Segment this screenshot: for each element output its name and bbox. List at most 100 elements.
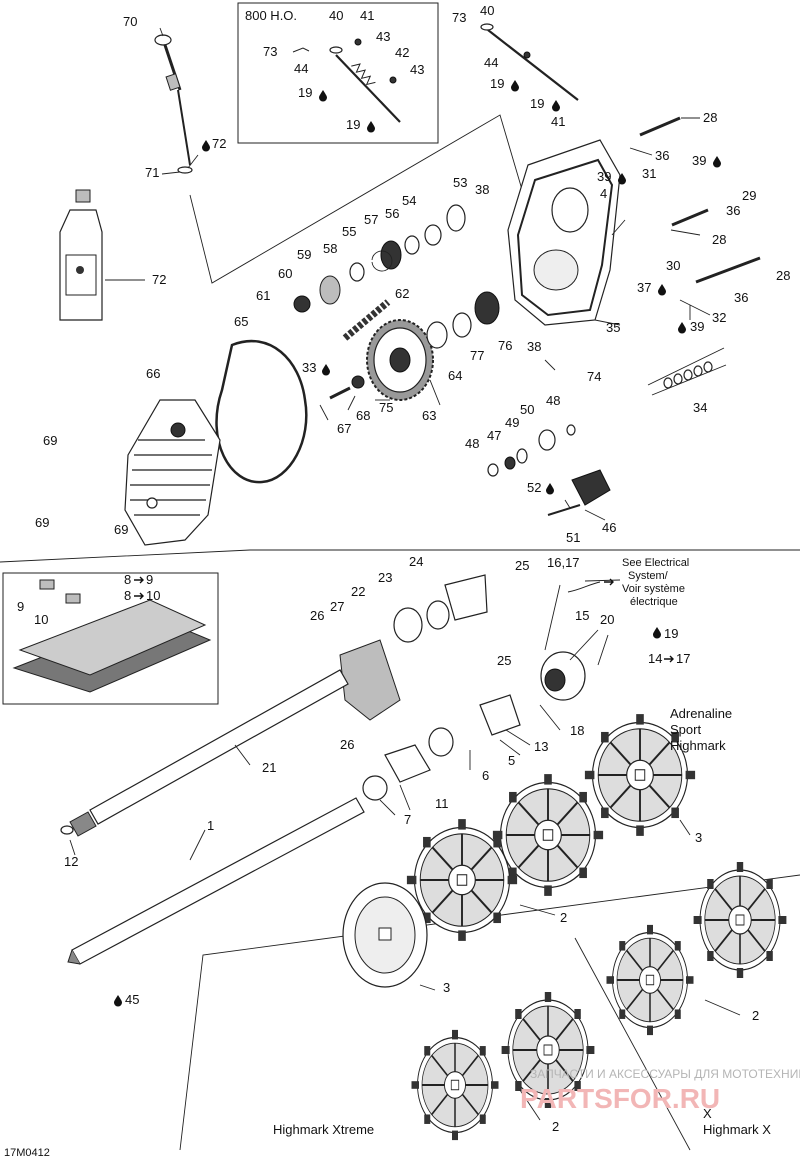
bolts-28 [639, 116, 761, 284]
svg-text:8: 8 [124, 572, 131, 587]
svg-text:System/: System/ [628, 570, 669, 582]
svg-text:7: 7 [404, 812, 411, 827]
svg-text:2: 2 [560, 910, 567, 925]
svg-text:3: 3 [443, 980, 450, 995]
svg-text:55: 55 [342, 224, 356, 239]
svg-text:30: 30 [666, 258, 680, 273]
svg-text:36: 36 [726, 203, 740, 218]
svg-text:2: 2 [752, 1008, 759, 1023]
svg-text:15: 15 [575, 608, 589, 623]
variant-frame [179, 874, 800, 1151]
svg-text:57: 57 [364, 212, 378, 227]
oil-drop-icon [713, 156, 721, 168]
variant-adrenaline: Adrenaline [670, 706, 732, 721]
svg-text:62: 62 [395, 286, 409, 301]
arrow-right-icon [663, 655, 674, 663]
variant-highmark-xtreme: Highmark Xtreme [273, 1122, 374, 1137]
svg-text:39: 39 [597, 169, 611, 184]
leader-lines [69, 27, 741, 1121]
svg-text:Sport: Sport [670, 722, 701, 737]
svg-text:28: 28 [776, 268, 790, 283]
track-inset-box [2, 572, 219, 705]
svg-text:38: 38 [527, 339, 541, 354]
svg-text:64: 64 [448, 368, 462, 383]
drive-shafts [60, 669, 365, 965]
oil-drop-icon [653, 627, 661, 639]
svg-text:52: 52 [527, 480, 541, 495]
svg-text:28: 28 [703, 110, 717, 125]
svg-text:26: 26 [310, 608, 324, 623]
svg-text:9: 9 [146, 572, 153, 587]
svg-text:35: 35 [606, 320, 620, 335]
svg-text:59: 59 [297, 247, 311, 262]
svg-text:6: 6 [482, 768, 489, 783]
diagram-code: 17M0412 [4, 1147, 50, 1159]
wheel-3 [342, 882, 428, 988]
svg-text:X: X [703, 1106, 712, 1121]
svg-text:43: 43 [376, 29, 390, 44]
oil-bottle [59, 189, 103, 321]
oil-drop-icon [114, 995, 122, 1007]
svg-text:44: 44 [484, 55, 498, 70]
oil-drop-icon [319, 90, 327, 102]
electrical-note-line1: See Electrical [622, 557, 689, 569]
svg-text:54: 54 [402, 193, 416, 208]
callout-inset-40: 40 [329, 8, 343, 23]
oil-drop-icon [202, 140, 210, 152]
drive-bearing-housing [339, 574, 586, 801]
svg-text:3: 3 [695, 830, 702, 845]
svg-text:74: 74 [587, 369, 601, 384]
watermark-top: ЗАПЧАСТИ И АКСЕССУАРЫ ДЛЯ МОТОТЕХНИКИ [530, 1067, 800, 1081]
svg-text:Highmark: Highmark [670, 738, 726, 753]
oil-drop-icon [658, 284, 666, 296]
chaincase-housing [507, 139, 621, 326]
svg-text:65: 65 [234, 314, 248, 329]
svg-text:19: 19 [346, 117, 360, 132]
svg-text:37: 37 [637, 280, 651, 295]
svg-text:32: 32 [712, 310, 726, 325]
svg-text:34: 34 [693, 400, 707, 415]
variant-highmark-x: Highmark X [703, 1122, 771, 1137]
svg-text:13: 13 [534, 739, 548, 754]
svg-text:46: 46 [602, 520, 616, 535]
svg-text:69: 69 [114, 522, 128, 537]
svg-text:26: 26 [340, 737, 354, 752]
svg-text:17: 17 [676, 651, 690, 666]
svg-text:8: 8 [124, 588, 131, 603]
svg-text:29: 29 [742, 188, 756, 203]
svg-text:42: 42 [395, 45, 409, 60]
svg-text:56: 56 [385, 206, 399, 221]
svg-text:19: 19 [530, 96, 544, 111]
oil-drop-icon [552, 100, 560, 112]
inset-title: 800 H.O. [245, 8, 297, 23]
svg-text:69: 69 [43, 433, 57, 448]
svg-text:48: 48 [546, 393, 560, 408]
callout-71: 71 [145, 165, 159, 180]
svg-text:51: 51 [566, 530, 580, 545]
oil-drop-icon [322, 364, 330, 376]
sprocket-highmark-x-a [692, 861, 788, 979]
svg-text:40: 40 [480, 3, 494, 18]
svg-text:20: 20 [600, 612, 614, 627]
svg-text:25: 25 [497, 653, 511, 668]
bearings-lower [329, 291, 500, 400]
svg-text:47: 47 [487, 428, 501, 443]
svg-text:31: 31 [642, 166, 656, 181]
svg-text:5: 5 [508, 753, 515, 768]
inset-box-800ho [237, 2, 439, 144]
svg-text:24: 24 [409, 554, 423, 569]
svg-text:43: 43 [410, 62, 424, 77]
svg-text:28: 28 [712, 232, 726, 247]
svg-text:77: 77 [470, 348, 484, 363]
svg-text:11: 11 [435, 796, 449, 811]
svg-text:16,17: 16,17 [547, 555, 580, 570]
svg-text:61: 61 [256, 288, 270, 303]
shim-washers [647, 347, 727, 396]
svg-text:19: 19 [664, 626, 678, 641]
svg-text:41: 41 [551, 114, 565, 129]
svg-text:27: 27 [330, 599, 344, 614]
svg-text:76: 76 [498, 338, 512, 353]
svg-text:9: 9 [17, 599, 24, 614]
svg-text:19: 19 [298, 85, 312, 100]
